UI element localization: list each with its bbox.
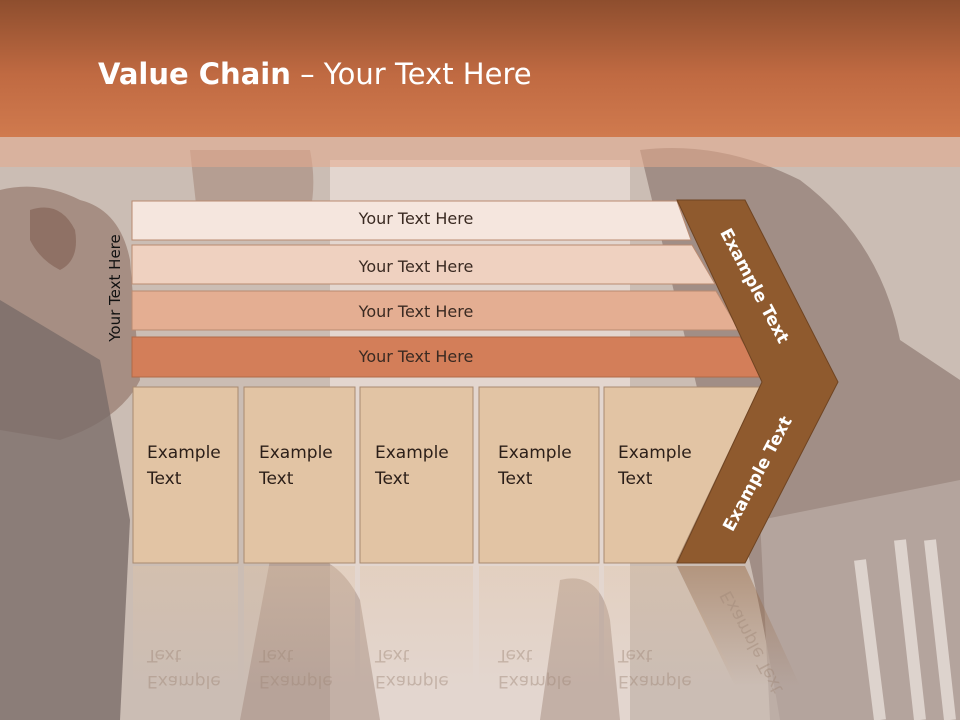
support-bars: Your Text Here Your Text Here Your Text … [131, 200, 764, 378]
support-bar-2-label: Your Text Here [358, 257, 474, 276]
primary-boxes: Example Text Example Text Example Text E… [132, 386, 761, 564]
title-bar [0, 0, 960, 137]
primary-box-1 [132, 386, 239, 564]
primary-box-5-line2: Text [617, 469, 653, 489]
reflection-box-2-line2: Text [258, 645, 294, 665]
reflection-box-4-line1: Example [498, 671, 572, 691]
slide-title: Value Chain – Your Text Here [98, 56, 532, 92]
support-bar-3-label: Your Text Here [358, 302, 474, 321]
margin-chevron-shape [676, 199, 839, 564]
reflection-box-2-line1: Example [259, 671, 333, 691]
primary-box-4-line2: Text [497, 469, 533, 489]
reflection-box-2 [244, 566, 355, 686]
primary-box-2-line1: Example [259, 443, 333, 463]
primary-box-2 [243, 386, 356, 564]
primary-box-1-line1: Example [147, 443, 221, 463]
diagram-reflection: Example Text Example Text Example Text E… [133, 566, 800, 697]
title-bar-band [0, 137, 960, 167]
primary-box-1-line2: Text [146, 469, 182, 489]
primary-box-3-line1: Example [375, 443, 449, 463]
slide-title-bold: Value Chain [98, 57, 291, 91]
reflection-box-1-line1: Example [147, 671, 221, 691]
primary-box-2-line2: Text [258, 469, 294, 489]
primary-box-3-line2: Text [374, 469, 410, 489]
reflection-box-3 [360, 566, 473, 686]
reflection-box-1-line2: Text [146, 645, 182, 665]
slide-title-rest: – Your Text Here [290, 57, 532, 91]
support-bar-1-label: Your Text Here [358, 209, 474, 228]
primary-box-4 [478, 386, 600, 564]
primary-box-3 [359, 386, 474, 564]
primary-box-5-line1: Example [618, 443, 692, 463]
primary-box-5 [603, 386, 761, 564]
support-bar-1 [131, 200, 692, 241]
reflection-box-4-line2: Text [497, 645, 533, 665]
reflection-box-1 [133, 566, 238, 686]
reflection-box-5 [604, 566, 740, 686]
primary-box-4-line1: Example [498, 443, 572, 463]
reflection-box-3-line1: Example [375, 671, 449, 691]
reflection-box-5-line1: Example [618, 671, 692, 691]
support-bar-4-label: Your Text Here [358, 347, 474, 366]
reflection-box-4 [479, 566, 599, 686]
reflection-box-3-line2: Text [374, 645, 410, 665]
reflection-chevron [677, 566, 800, 686]
reflection-box-5-line2: Text [617, 645, 653, 665]
support-bar-2 [131, 244, 716, 285]
